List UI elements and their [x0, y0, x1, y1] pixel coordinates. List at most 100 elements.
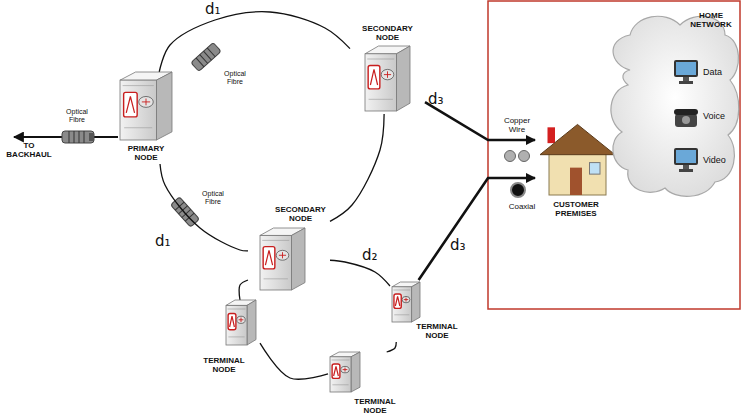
node-label: TERMINAL NODE	[350, 397, 400, 415]
cloud-icon	[600, 10, 742, 200]
node-label: TERMINAL NODE	[198, 356, 250, 374]
shape-part	[394, 294, 401, 308]
ring-link	[330, 114, 384, 221]
shape-part	[412, 282, 420, 322]
copper-wire-symbol	[519, 151, 530, 162]
shape-part	[334, 366, 339, 376]
shape-part	[370, 69, 377, 85]
primary-node: PRIMARY NODE	[115, 72, 177, 164]
shape-part	[395, 296, 399, 306]
medium-label: Optical Fibre	[220, 70, 250, 86]
shape-part	[394, 314, 409, 315]
shape-part	[196, 58, 204, 67]
shape-part	[676, 62, 696, 75]
shape-part	[228, 309, 246, 310]
shape-part	[404, 298, 408, 302]
video-device: Video	[672, 146, 738, 178]
shape-part	[674, 60, 698, 77]
shape-part	[239, 318, 244, 323]
shape-part	[381, 69, 394, 79]
node-label: SECONDARY NODE	[360, 24, 415, 42]
shape-part	[674, 148, 698, 165]
home-network-cloud: HOME NETWORKDataVoiceVideo	[600, 10, 742, 200]
ring-link	[330, 260, 390, 286]
server-icon	[226, 300, 256, 345]
data-device: Data	[672, 58, 738, 90]
shape-part	[124, 127, 152, 128]
shape-part	[120, 80, 156, 140]
monitor-icon	[672, 146, 700, 174]
server-icon	[260, 228, 305, 290]
shape-part	[262, 240, 289, 241]
medium-label: Optical Fibre	[198, 190, 228, 206]
ring-link	[239, 280, 248, 300]
shape-part	[549, 152, 606, 195]
customer-premises: CUSTOMER PREMISES	[535, 118, 620, 223]
shape-part	[279, 252, 286, 258]
shape-part	[191, 43, 221, 72]
shape-part	[126, 96, 134, 112]
voice-device: Voice	[672, 102, 738, 134]
ring-link	[387, 342, 397, 352]
shape-part	[207, 48, 215, 57]
shape-part	[84, 131, 85, 143]
fibre-connector	[62, 131, 94, 143]
shape-part	[265, 250, 272, 265]
ring-link	[260, 343, 328, 379]
ring-link	[159, 12, 350, 72]
shape-part	[226, 305, 247, 345]
fibre-connector	[191, 43, 221, 72]
node-label: SECONDARY NODE	[273, 205, 328, 223]
terminal-node: TERMINAL NODE	[390, 280, 472, 342]
distance-label: d₃	[450, 236, 466, 254]
shape-part	[142, 99, 150, 106]
secondary-node: SECONDARY NODE	[248, 203, 330, 291]
shape-part	[89, 133, 94, 141]
shape-part	[247, 300, 256, 345]
shape-part	[679, 169, 693, 172]
shape-part	[402, 296, 410, 302]
shape-part	[260, 235, 292, 290]
shape-part	[392, 287, 412, 322]
shape-part	[139, 96, 154, 107]
distance-label: d₂	[362, 246, 378, 264]
shape-part	[228, 314, 236, 330]
node-label: Voice	[703, 111, 737, 121]
shape-part	[276, 250, 289, 260]
ring-link	[160, 164, 248, 251]
server-icon	[392, 282, 420, 322]
node-label: TERMINAL NODE	[412, 322, 462, 340]
shape-part	[351, 352, 360, 392]
server-icon	[120, 72, 172, 140]
shape-part	[384, 71, 391, 78]
shape-part	[675, 114, 697, 127]
shape-part	[368, 66, 380, 89]
shape-part	[237, 316, 245, 323]
monitor-icon	[672, 58, 700, 86]
server-icon	[365, 46, 410, 111]
shape-part	[230, 316, 235, 327]
shape-part	[123, 85, 154, 86]
shape-part	[156, 72, 172, 140]
shape-part	[367, 59, 394, 60]
shape-part	[264, 278, 288, 279]
shape-part	[679, 81, 693, 84]
shape-part	[683, 165, 689, 169]
medium-label: Optical Fibre	[62, 108, 92, 124]
server-icon	[330, 352, 360, 392]
node-label: CUSTOMER PREMISES	[545, 200, 607, 218]
node-label: Video	[703, 155, 737, 165]
terminal-node: TERMINAL NODE	[198, 300, 260, 385]
shape-part	[548, 127, 556, 143]
shape-part	[341, 366, 349, 372]
shape-part	[332, 384, 348, 385]
shape-part	[332, 364, 340, 378]
secondary-node: SECONDARY NODE	[350, 22, 425, 114]
medium-label: Copper Wire	[500, 116, 534, 134]
node-label: Data	[703, 67, 737, 77]
phone-icon	[672, 102, 700, 130]
shape-part	[397, 46, 411, 111]
